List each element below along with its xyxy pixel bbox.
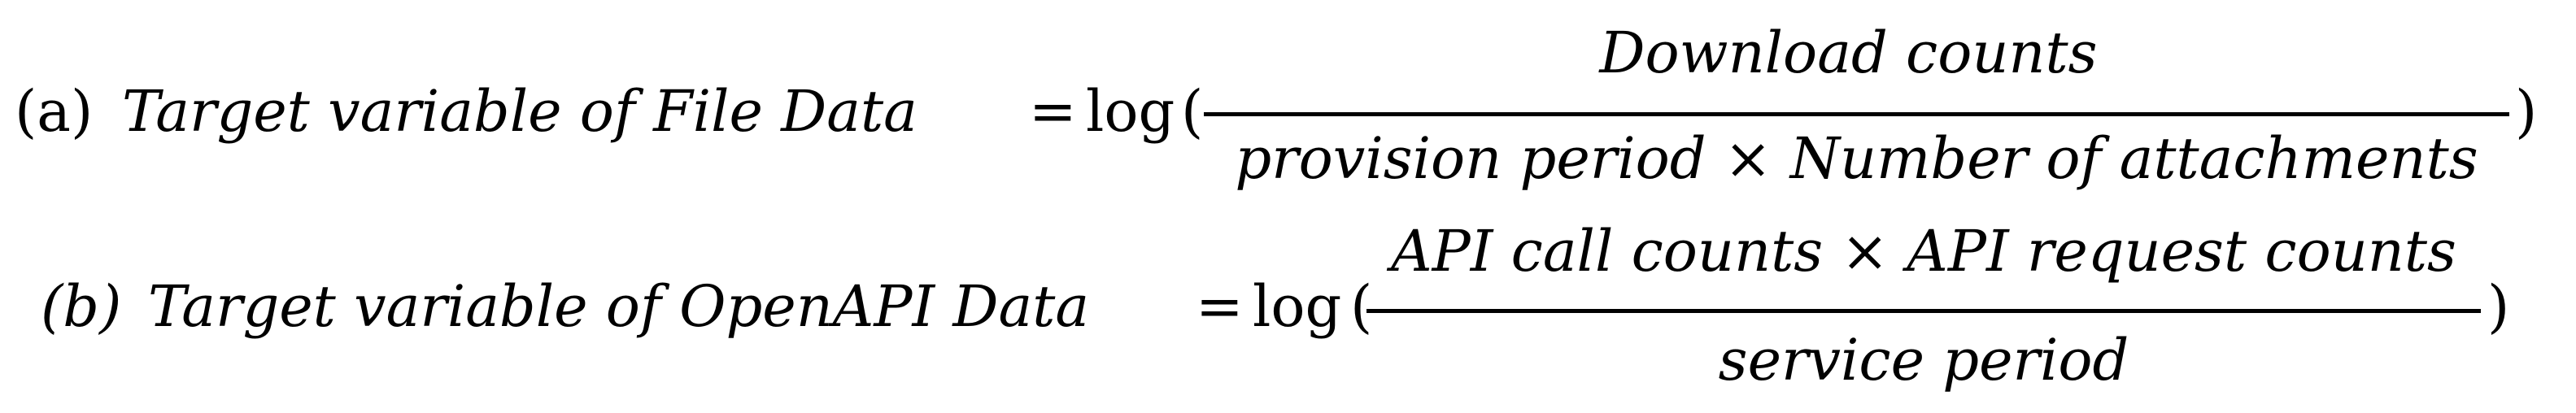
log-function: log: [1086, 78, 1175, 145]
equation-label: (b): [41, 273, 122, 340]
equals-sign: =: [1196, 273, 1244, 340]
log-function: log: [1253, 273, 1342, 340]
close-paren: ): [2515, 78, 2538, 145]
fraction-bar: [1204, 112, 2509, 116]
equals-sign: =: [1029, 78, 1077, 145]
equation-lhs: Target variable of File Data: [122, 78, 918, 145]
equation-b: (b) Target variable of OpenAPI Data = lo…: [0, 211, 2576, 413]
fraction-numerator: Download counts: [1599, 20, 2098, 86]
fraction-bar: [1366, 309, 2481, 313]
open-paren: (: [1350, 273, 1373, 340]
equation-lhs: Target variable of OpenAPI Data: [148, 273, 1090, 340]
equation-label: (a): [15, 78, 94, 145]
fraction-denominator: service period: [1718, 327, 2129, 393]
fraction-numerator: API call counts × API request counts: [1391, 218, 2456, 285]
open-paren: (: [1181, 78, 1204, 145]
close-paren: ): [2487, 273, 2510, 340]
fraction-denominator: provision period × Number of attachments: [1235, 125, 2478, 192]
equation-a: (a) Target variable of File Data = log (…: [0, 16, 2576, 211]
